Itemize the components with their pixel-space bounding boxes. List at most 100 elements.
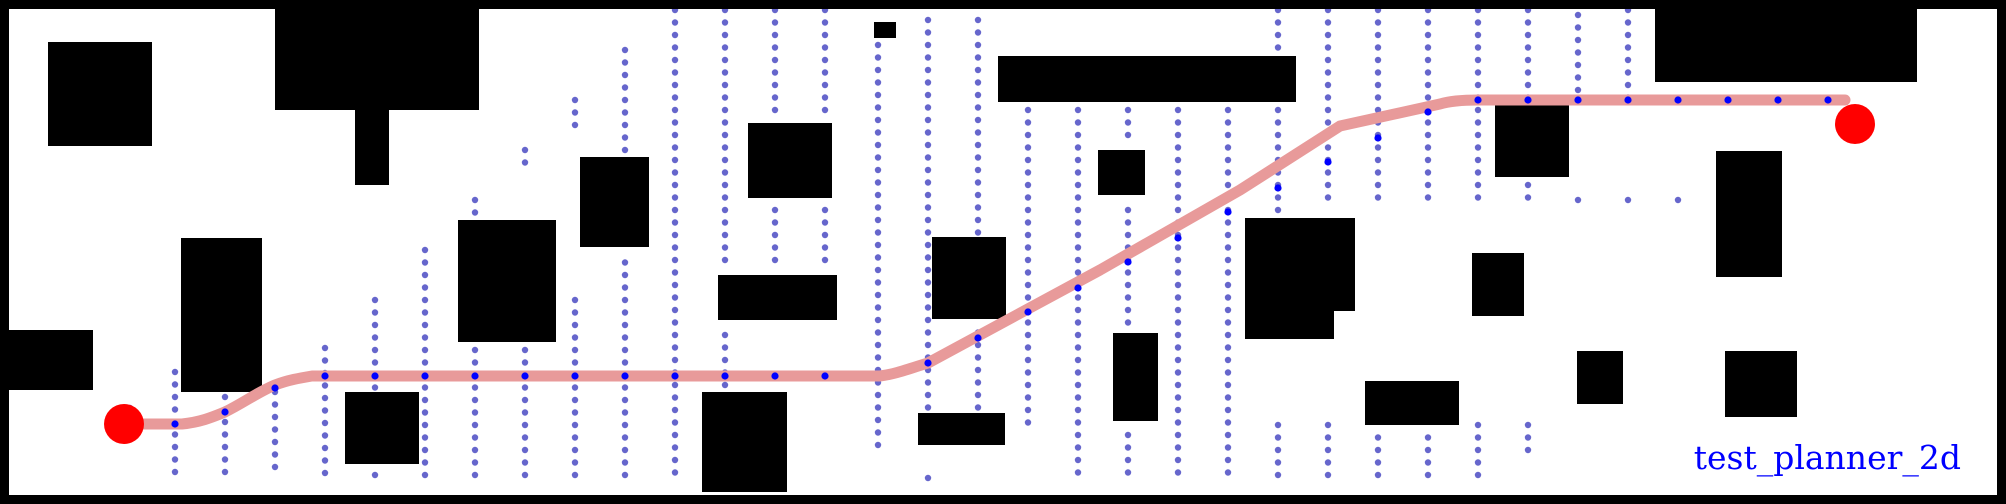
sample-point [974, 379, 982, 386]
sample-point [1474, 169, 1482, 176]
sample-point [671, 394, 679, 401]
sample-point [671, 144, 679, 151]
sample-point [924, 241, 932, 249]
sample-point [171, 468, 179, 476]
sample-point [421, 446, 429, 454]
sample-point [321, 469, 329, 477]
sample-point [821, 106, 829, 114]
sample-point [771, 69, 779, 76]
sample-point [1124, 444, 1132, 451]
sample-point [924, 191, 932, 199]
sample-point [221, 431, 229, 438]
sample-point [1174, 356, 1182, 364]
sample-point [721, 69, 729, 76]
sample-point [671, 31, 679, 39]
sample-point [1174, 131, 1182, 139]
sample-point [421, 246, 429, 254]
sample-point [1074, 119, 1082, 126]
sample-point [171, 381, 179, 388]
sample-point [721, 256, 729, 264]
sample-point [1474, 434, 1482, 441]
sample-point [1574, 11, 1582, 19]
sample-point [1074, 369, 1082, 376]
sample-point [1124, 131, 1132, 139]
sample-point [621, 71, 629, 79]
sample-point [1374, 31, 1382, 39]
sample-point [1524, 181, 1532, 189]
sample-point [1174, 331, 1182, 339]
sample-point [974, 366, 982, 374]
sample-point [771, 94, 779, 101]
sample-point [874, 291, 882, 299]
sample-point [721, 181, 729, 189]
sample-point [471, 471, 479, 479]
sample-point [671, 256, 679, 264]
sample-point [371, 296, 379, 304]
sample-point [221, 443, 229, 451]
sample-point [1124, 106, 1132, 114]
sample-point [421, 421, 429, 429]
sample-point [924, 291, 932, 299]
sample-point [1224, 269, 1232, 276]
obstacle [932, 237, 1006, 319]
sample-point [771, 19, 779, 26]
sample-point [621, 46, 629, 54]
sample-point [721, 156, 729, 164]
sample-point [1074, 131, 1082, 139]
path-waypoint [221, 408, 229, 416]
sample-point [974, 391, 982, 399]
sample-point [1274, 31, 1282, 39]
sample-point [1274, 421, 1282, 429]
sample-point [1274, 194, 1282, 201]
sample-point [1324, 31, 1332, 39]
sample-point [621, 109, 629, 116]
sample-point [1074, 269, 1082, 276]
sample-point [1174, 431, 1182, 439]
sample-point [1324, 44, 1332, 51]
sample-point [171, 456, 179, 463]
sample-point [371, 346, 379, 354]
sample-point [621, 346, 629, 354]
sample-point [1474, 181, 1482, 189]
sample-point [1124, 119, 1132, 126]
sample-point [1274, 471, 1282, 479]
sample-point [671, 456, 679, 464]
sample-point [1274, 446, 1282, 454]
sample-point [924, 66, 932, 74]
sample-point [974, 129, 982, 136]
obstacle [181, 238, 262, 392]
sample-point [521, 459, 529, 466]
path-waypoint [171, 420, 179, 428]
sample-point [874, 354, 882, 361]
sample-point [1624, 69, 1632, 76]
sample-point [1224, 344, 1232, 351]
sample-point [1574, 196, 1582, 204]
sample-point [1174, 469, 1182, 476]
sample-point [1424, 69, 1432, 76]
sample-point [521, 434, 529, 441]
obstacle [355, 108, 389, 185]
sample-point [821, 94, 829, 101]
sample-point [771, 56, 779, 64]
sample-point [1474, 459, 1482, 466]
sample-point [1174, 456, 1182, 464]
sample-point [1074, 356, 1082, 364]
sample-point [571, 359, 579, 366]
sample-point [621, 384, 629, 391]
sample-point [1624, 31, 1632, 39]
sample-point [821, 244, 829, 251]
sample-point [924, 229, 932, 236]
sample-point [621, 471, 629, 479]
sample-point [671, 281, 679, 289]
sample-point [471, 459, 479, 466]
sample-point [874, 204, 882, 211]
sample-point [671, 444, 679, 451]
sample-point [521, 384, 529, 391]
sample-point [924, 279, 932, 286]
sample-point [821, 231, 829, 239]
sample-point [621, 121, 629, 129]
path-waypoint [1474, 96, 1482, 104]
sample-point [1074, 344, 1082, 351]
path-waypoint [1774, 96, 1782, 104]
path-waypoint [1674, 96, 1682, 104]
